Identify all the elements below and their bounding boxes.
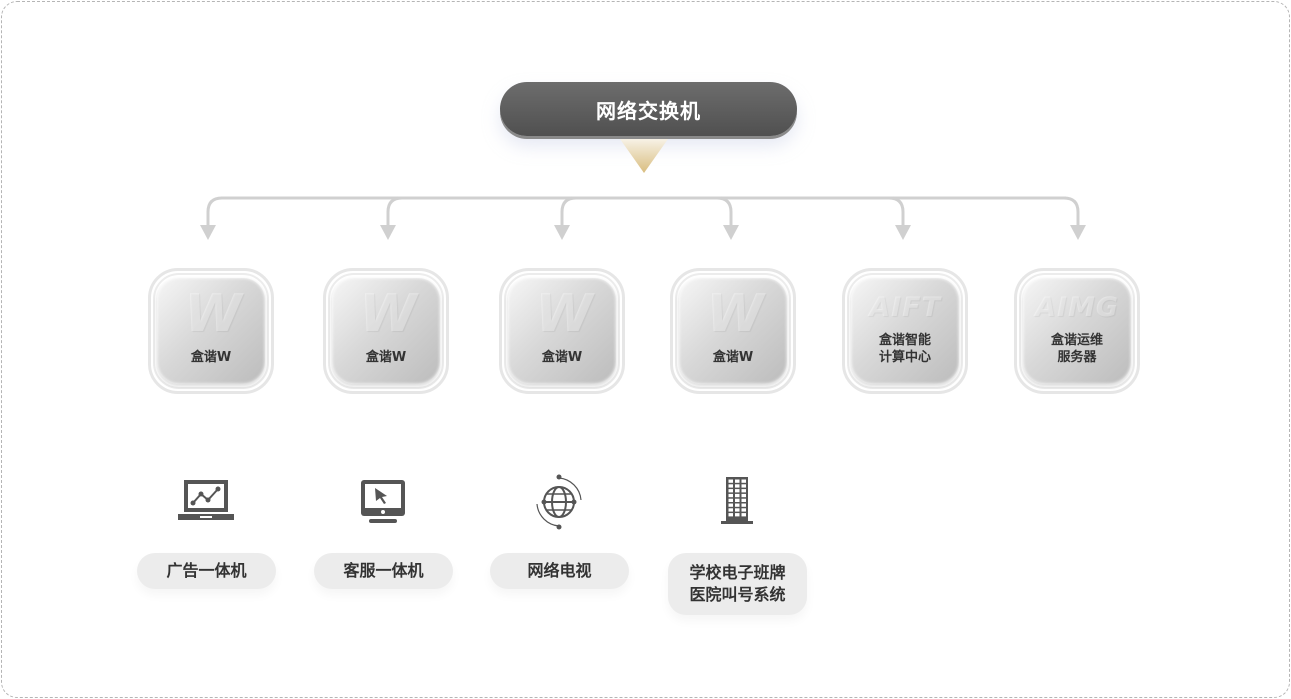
device-logo-icon: AIFT [869,292,941,323]
terminal-label: 网络电视 [490,553,629,589]
device-logo-icon: W [535,284,592,344]
device-card: AIMG 盒谐运维 服务器 [1014,268,1140,394]
terminal-label: 学校电子班牌 医院叫号系统 [668,553,807,615]
device-label: 盒谐W [190,350,232,365]
terminal-label: 广告一体机 [137,553,276,589]
branch-line [560,196,577,228]
device-card: W 盒谐W [148,268,274,394]
network-switch-title: 网络交换机 [500,82,797,136]
arrow-head-icon [895,225,911,240]
device-card: W 盒谐W [670,268,796,394]
branch-line [716,196,733,228]
device-label: 盒谐W [712,350,754,365]
device-card: W 盒谐W [499,268,625,394]
branch-line [1063,196,1080,228]
branch-line [888,196,905,228]
arrow-head-icon [723,225,739,240]
device-logo-icon: W [706,284,763,344]
laptop-chart-icon [176,472,236,532]
monitor-cursor-icon [353,472,413,532]
device-label: 盒谐W [365,350,407,365]
terminal-label: 客服一体机 [314,553,453,589]
device-card: W 盒谐W [323,268,449,394]
building-icon [707,472,767,532]
device-logo-icon: W [359,284,416,344]
branch-line [386,196,403,228]
device-label: 盒谐运维 服务器 [1050,333,1103,365]
arrow-head-icon [1070,225,1086,240]
pointer-triangle [620,139,668,173]
device-label: 盒谐智能 计算中心 [878,333,931,365]
arrow-head-icon [554,225,570,240]
device-label: 盒谐W [541,350,583,365]
globe-network-icon [529,472,589,532]
device-logo-icon: AIMG [1035,292,1119,323]
branch-line [206,196,223,228]
arrow-head-icon [200,225,216,240]
device-card: AIFT 盒谐智能 计算中心 [842,268,968,394]
arrow-head-icon [380,225,396,240]
device-logo-icon: W [184,284,241,344]
